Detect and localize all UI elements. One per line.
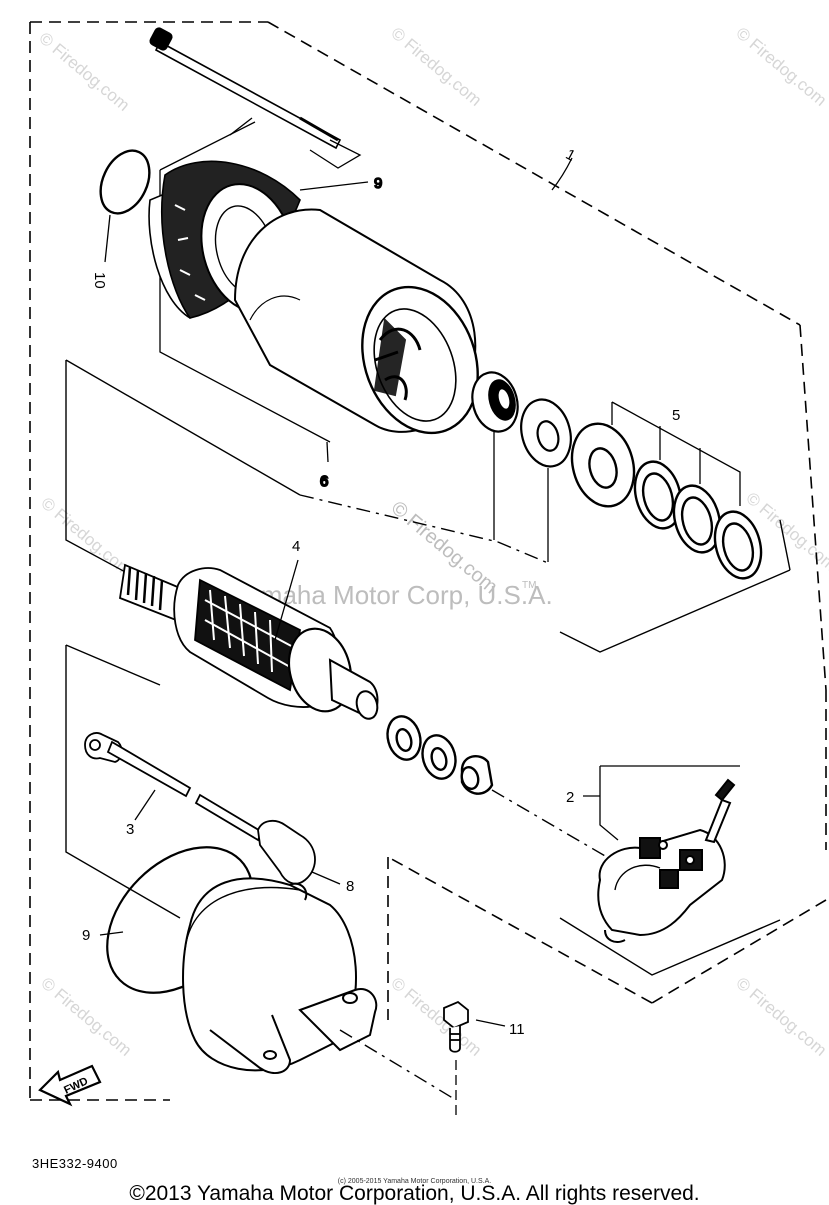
callout-2: 2: [566, 765, 740, 841]
through-bolt: [149, 27, 362, 169]
shim-washers-5: [570, 422, 763, 580]
small-copyright: (c) 2005-2015 Yamaha Motor Corporation, …: [337, 1178, 492, 1185]
callout-11-label: 11: [509, 1021, 525, 1038]
callout-1-label: 1: [563, 146, 578, 165]
brush-frame: [559, 917, 781, 976]
yoke-housing-6: 6: [233, 208, 479, 491]
callout-9-top-label: 9: [374, 175, 382, 192]
fwd-arrow-icon: FWD: [38, 1064, 102, 1107]
lower-frame: [65, 644, 181, 919]
reference-code: 3HE332-9400: [32, 1156, 118, 1171]
callout-6-label: 6: [320, 473, 328, 490]
callout-1: 1: [551, 146, 578, 191]
callout-10-label: 10: [91, 272, 108, 289]
washer-leaders: [493, 432, 549, 562]
watermark-firedog-bl: © Firedog.com: [37, 974, 135, 1060]
o-ring-10: 10: [91, 149, 151, 289]
lead-wire-8: 8: [194, 793, 354, 895]
rear-cover-leader: [339, 1029, 457, 1101]
lead-wire-3: 3: [84, 732, 192, 838]
callout-9-bottom-label: 9: [82, 927, 90, 944]
washers-lower: [386, 715, 494, 795]
armature-frame: [65, 359, 791, 653]
callout-5-label: 5: [672, 407, 680, 424]
callout-2-label: 2: [566, 789, 574, 806]
bearing-upper: [471, 371, 519, 433]
watermark-firedog-tl: © Firedog.com: [35, 29, 133, 115]
armature-4: 4: [119, 538, 379, 720]
rear-cover: [182, 877, 378, 1075]
bolt-11: 11: [443, 1000, 525, 1120]
watermark-tm: TM: [522, 580, 536, 591]
armature-frame-dash: [299, 494, 549, 564]
watermark-firedog-br: © Firedog.com: [732, 974, 829, 1060]
callout-3-label: 3: [126, 821, 134, 838]
footer-copyright: ©2013 Yamaha Motor Corporation, U.S.A. A…: [129, 1182, 700, 1205]
watermark-firedog-tc: © Firedog.com: [387, 24, 485, 110]
lower-leader: [491, 789, 613, 861]
watermark-firedog-bc: © Firedog.com: [387, 974, 485, 1060]
watermark-firedog-tr: © Firedog.com: [732, 24, 829, 110]
callout-8-label: 8: [346, 878, 354, 895]
brush-holder-2: [597, 778, 736, 943]
callout-4-label: 4: [292, 538, 300, 555]
assembly-boundary: [29, 21, 827, 1101]
washer-upper-a: [520, 398, 572, 468]
callout-5: 5: [611, 401, 741, 506]
watermark-firedog-ml: © Firedog.com: [37, 494, 135, 580]
front-cover: 9: [148, 121, 383, 443]
